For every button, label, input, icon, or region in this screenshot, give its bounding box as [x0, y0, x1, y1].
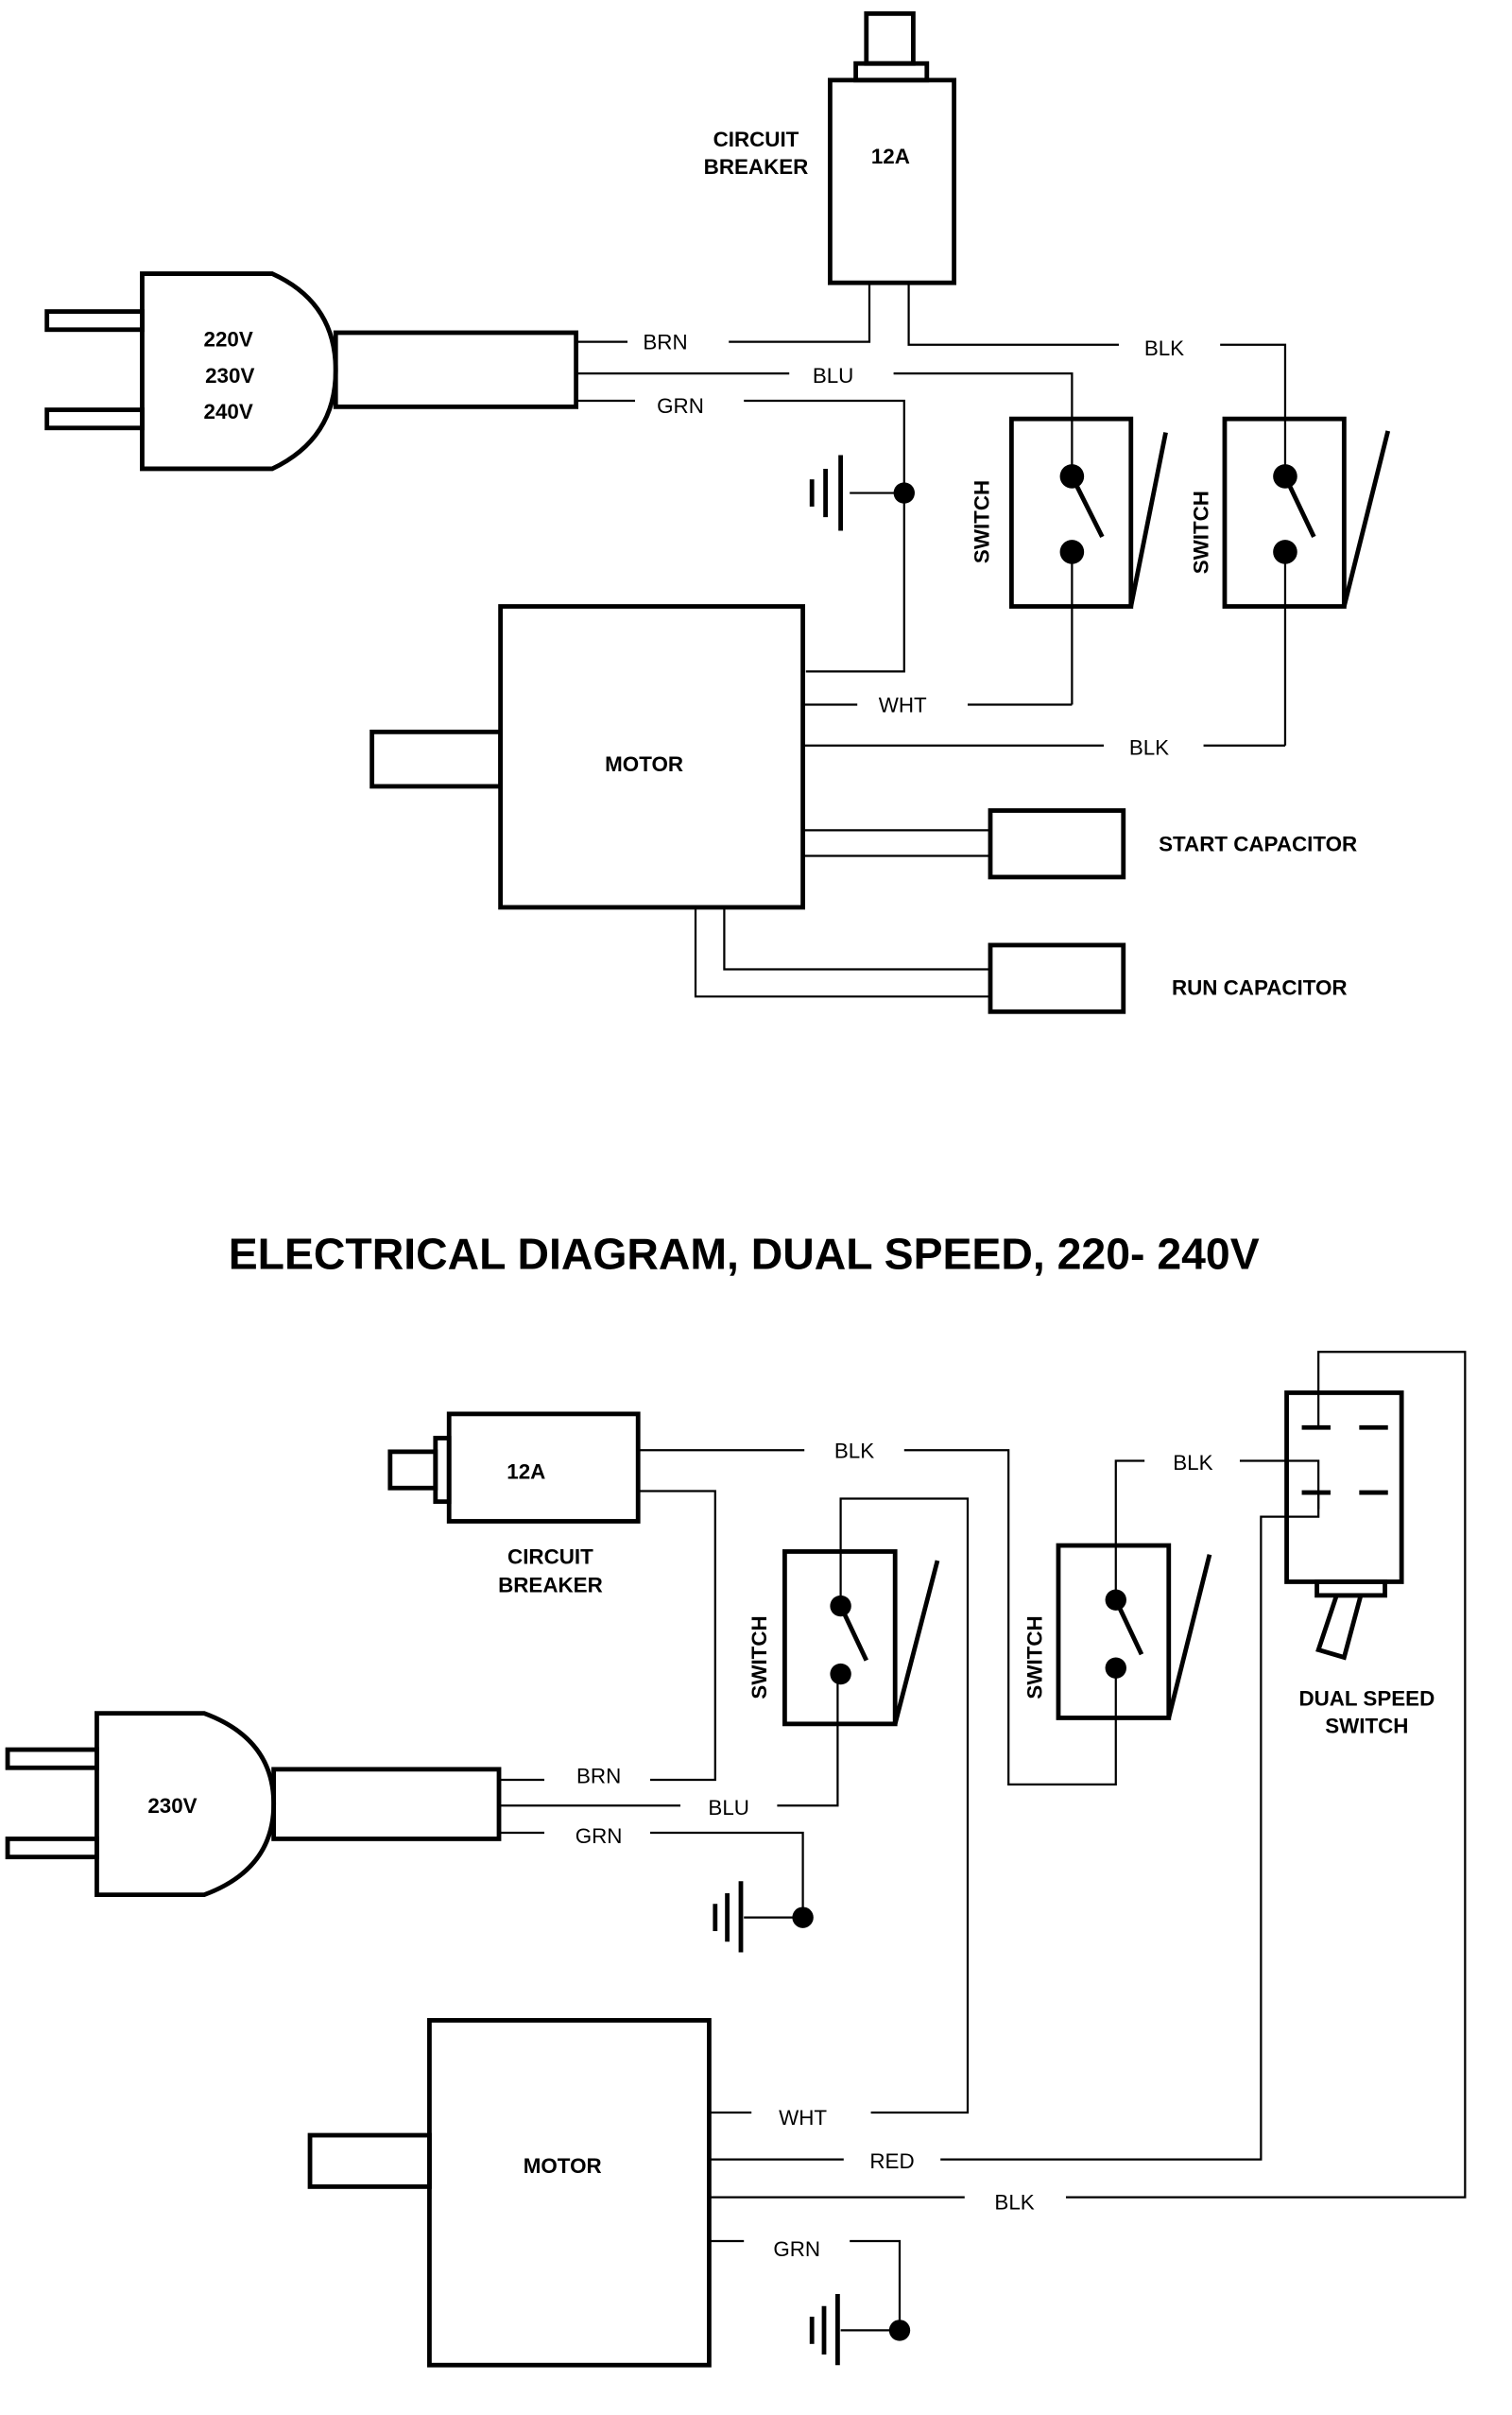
start-capacitor: [988, 808, 1126, 880]
wire-label-blk3: BLK: [994, 2190, 1034, 2214]
plug-voltage-220: 220V: [204, 327, 253, 351]
breaker-label-1: CIRCUIT: [713, 128, 799, 151]
ground-icon: [713, 1881, 814, 1953]
wire-label-red: RED: [869, 2149, 914, 2173]
switch-1-bottom: SWITCH: [747, 1497, 970, 2114]
dual-speed-label-1: DUAL SPEED: [1298, 1687, 1435, 1711]
switch-label: SWITCH: [1022, 1615, 1046, 1699]
wire-label-blu: BLU: [813, 364, 854, 388]
breaker-rating: 12A: [507, 1460, 545, 1484]
switch-label: SWITCH: [747, 1615, 771, 1699]
dual-speed-label-2: SWITCH: [1325, 1714, 1408, 1737]
ground-icon: [809, 2294, 911, 2366]
wire-label-blk2: BLK: [1173, 1451, 1212, 1475]
motor-top: MOTOR: [369, 604, 805, 910]
wire-label-grn2: GRN: [773, 2237, 820, 2261]
wire-label-wht: WHT: [879, 694, 927, 717]
plug-voltage-240: 240V: [204, 400, 253, 423]
motor-label: MOTOR: [605, 752, 683, 776]
wire-label-grn: GRN: [576, 1824, 623, 1848]
run-capacitor: [988, 942, 1126, 1014]
plug-voltage-230: 230V: [205, 364, 254, 388]
breaker-label-2: BREAKER: [704, 155, 809, 179]
plug-voltage: 230V: [147, 1794, 197, 1818]
wire-label-blu: BLU: [708, 1796, 749, 1820]
wire-label-brn: BRN: [643, 331, 687, 354]
wire-label-wht: WHT: [779, 2106, 827, 2130]
bottom-diagram: 12A CIRCUIT BREAKER BLK 230V BRN BLU GRN: [5, 1351, 1467, 2368]
wire-label-blk: BLK: [1144, 336, 1184, 360]
circuit-breaker-top: 12A CIRCUIT BREAKER: [704, 10, 956, 285]
wire-label-blk2: BLK: [1129, 735, 1169, 759]
plug-top: 220V 230V 240V: [44, 271, 579, 472]
top-diagram: 220V 230V 240V 12A CIRCUIT BREAKER BRN B…: [44, 10, 1391, 1014]
diagram-title: ELECTRICAL DIAGRAM, DUAL SPEED, 220- 240…: [229, 1229, 1260, 1278]
switch-1-top: SWITCH: [970, 416, 1168, 705]
motor-label: MOTOR: [524, 2154, 602, 2178]
run-capacitor-label: RUN CAPACITOR: [1172, 976, 1348, 1000]
switch-label: SWITCH: [1189, 491, 1212, 574]
switch-label: SWITCH: [970, 480, 993, 563]
motor-bottom: MOTOR: [307, 2018, 712, 2368]
switch-2-bottom: SWITCH: [1022, 1459, 1212, 1720]
breaker-label-2: BREAKER: [498, 1574, 603, 1597]
dual-speed-switch: DUAL SPEED SWITCH: [940, 1351, 1467, 2199]
breaker-label-1: CIRCUIT: [507, 1544, 593, 1568]
breaker-rating: 12A: [871, 145, 910, 168]
start-capacitor-label: START CAPACITOR: [1159, 833, 1357, 856]
wire-label-brn: BRN: [576, 1764, 621, 1787]
switch-2-top: SWITCH: [1189, 416, 1391, 746]
plug-bottom: 230V: [5, 1711, 502, 1898]
circuit-breaker-bottom: 12A CIRCUIT BREAKER: [387, 1411, 641, 1597]
wire-label-grn: GRN: [657, 394, 704, 418]
ground-icon: [809, 455, 915, 531]
wire-label-blk: BLK: [834, 1439, 874, 1462]
